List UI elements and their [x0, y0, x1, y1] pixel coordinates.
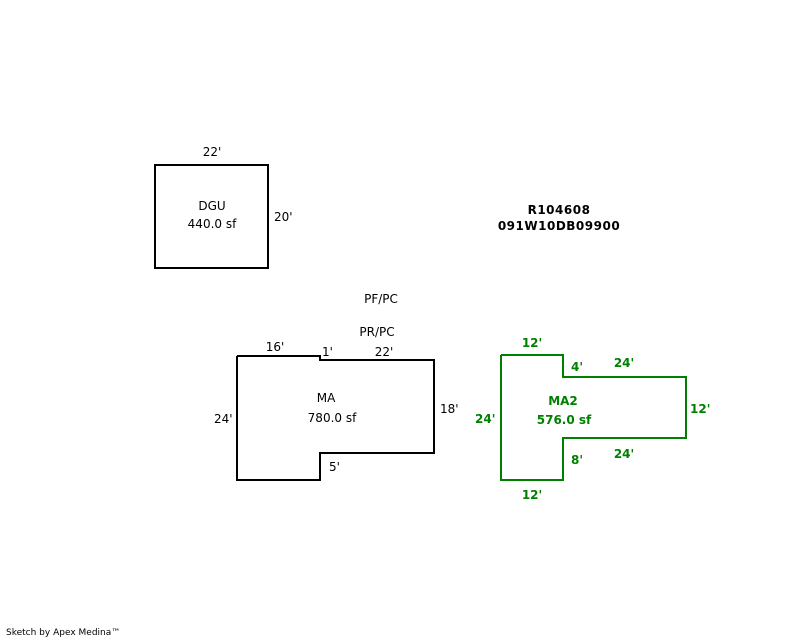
ma-dim-top-left: 16'	[266, 340, 285, 354]
ma2-dim-left: 24'	[475, 412, 495, 426]
sketch-credit: Sketch by Apex Medina™	[6, 628, 121, 638]
ma-dim-left: 24'	[214, 412, 233, 426]
parcel-info: R104608 091W10DB09900	[498, 203, 620, 233]
ma2-dim-step-bottom: 8'	[571, 453, 583, 467]
ma2-dim-bottom: 12'	[522, 488, 542, 502]
dgu-outline	[154, 164, 269, 269]
ma-code: MA	[317, 391, 336, 405]
annotation-pf-pc: PF/PC	[364, 292, 398, 306]
ma-area: 780.0 sf	[308, 411, 357, 425]
ma2-dim-top: 12'	[522, 336, 542, 350]
parcel-id: R104608	[528, 203, 591, 217]
ma2-outline	[500, 354, 687, 481]
ma2-dim-arm-bottom: 24'	[614, 447, 634, 461]
parcel-map-number: 091W10DB09900	[498, 219, 620, 233]
dgu-dim-right: 20'	[274, 210, 293, 224]
area-ma2: 12' 4' 24' 12' 24' 8' 12' 24' MA2 576.0 …	[475, 336, 710, 502]
ma-outline	[236, 355, 435, 481]
area-dgu: 22' 20' DGU 440.0 sf	[154, 145, 293, 269]
ma2-area: 576.0 sf	[537, 413, 592, 427]
ma-dim-step-top: 1'	[322, 345, 333, 359]
ma2-code: MA2	[548, 394, 578, 408]
dgu-dim-top: 22'	[203, 145, 222, 159]
ma-dim-top-right: 22'	[375, 345, 394, 359]
dgu-area: 440.0 sf	[188, 217, 237, 231]
annotation-pr-pc: PR/PC	[359, 325, 394, 339]
area-ma: 16' 1' 22' 18' 5' 24' MA 780.0 sf	[214, 340, 459, 481]
ma2-dim-arm-top: 24'	[614, 356, 634, 370]
dgu-code: DGU	[198, 199, 225, 213]
ma2-dim-step-top: 4'	[571, 360, 583, 374]
ma-dim-step-bottom: 5'	[329, 460, 340, 474]
ma-dim-right: 18'	[440, 402, 459, 416]
ma2-dim-right: 12'	[690, 402, 710, 416]
